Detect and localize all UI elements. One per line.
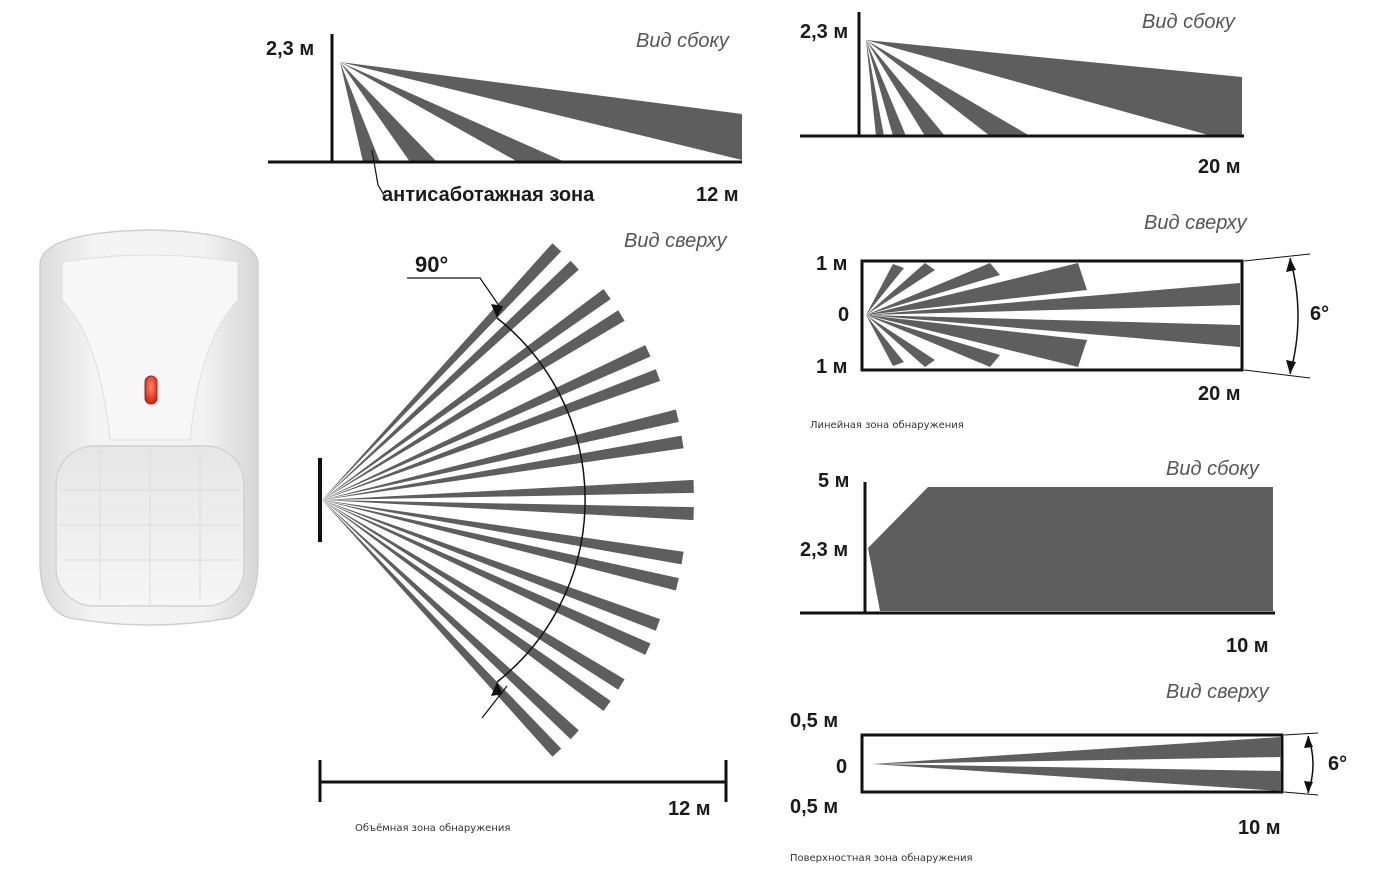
linear-top-view: Вид сверху 1 м 0 1 м 20 м 6° Линейная зо… <box>810 212 1329 431</box>
side-view-title: Вид сбоку <box>636 30 730 52</box>
volumetric-top-view: 90° Вид сверху 12 м Объёмная зона обнару… <box>318 230 728 834</box>
lens-segments <box>60 450 240 606</box>
linear-top-title: Вид сверху <box>1144 212 1248 234</box>
fan-beam <box>322 409 679 500</box>
angle-arc <box>496 317 586 683</box>
fan-beam <box>322 500 684 565</box>
anti-sabotage-label: антисаботажная зона <box>382 184 595 206</box>
linear-top-label-center: 0 <box>838 304 849 326</box>
side-view-beams <box>340 62 742 162</box>
surface-top-frame <box>860 733 1284 794</box>
angle-leader-top <box>407 277 503 311</box>
height-label: 2,3 м <box>266 38 314 60</box>
fan-beam <box>322 500 694 521</box>
linear-side-range: 20 м <box>1198 156 1241 178</box>
surface-side-height: 2,3 м <box>800 539 848 561</box>
fan-beam <box>322 310 625 500</box>
fan-beam <box>322 345 651 500</box>
device-top-panel <box>61 254 239 441</box>
fan-beam <box>322 500 651 655</box>
linear-side-view: Вид сбоку 2,3 м 20 м <box>800 11 1244 178</box>
surface-top-label-top: 0,5 м <box>790 710 838 732</box>
surface-side-title: Вид сбоку <box>1166 458 1260 480</box>
top-view-title: Вид сверху <box>624 230 728 252</box>
linear-side-height: 2,3 м <box>800 21 848 43</box>
linear-top-label-bottom: 1 м <box>816 356 847 378</box>
fan-beam <box>322 435 684 500</box>
linear-angle-arc <box>1289 257 1299 375</box>
surface-top-view: Вид сверху 0,5 м 0 0,5 м 10 м 6° Поверхн… <box>790 681 1347 864</box>
linear-side-beams <box>866 40 1242 136</box>
linear-caption: Линейная зона обнаружения <box>810 420 964 431</box>
surface-caption: Поверхностная зона обнаружения <box>790 853 973 864</box>
linear-side-title: Вид сбоку <box>1142 11 1236 33</box>
surface-top-range: 10 м <box>1238 817 1281 839</box>
surface-top-angle: 6° <box>1328 753 1347 775</box>
linear-top-label-top: 1 м <box>816 253 847 275</box>
fan-beams <box>322 243 694 757</box>
fan-beam <box>322 500 625 690</box>
top-view-range-label: 12 м <box>668 798 711 820</box>
fan-beam <box>322 500 579 740</box>
surface-top-beams <box>872 737 1281 791</box>
surface-side-area <box>868 487 1273 611</box>
surface-side-top: 5 м <box>818 470 849 492</box>
fan-beam <box>322 289 611 500</box>
range-label: 12 м <box>696 184 739 206</box>
surface-top-label-bottom: 0,5 м <box>790 796 838 818</box>
fan-beam <box>322 479 694 500</box>
fan-beam <box>322 369 661 500</box>
fan-beam <box>322 500 661 631</box>
volumetric-caption: Объёмная зона обнаружения <box>355 823 510 834</box>
pir-sensor-device <box>39 229 259 626</box>
linear-top-frame <box>860 259 1244 372</box>
fan-beam <box>322 500 679 591</box>
led-indicator <box>144 375 158 405</box>
surface-side-view: Вид сбоку 5 м 2,3 м 10 м <box>800 458 1275 657</box>
linear-top-angle: 6° <box>1310 303 1329 325</box>
angle-label: 90° <box>415 252 448 277</box>
linear-top-range: 20 м <box>1198 383 1241 405</box>
surface-top-title: Вид сверху <box>1166 681 1270 703</box>
volumetric-side-view: Вид сбоку 2,3 м антисаботажная зона 12 м <box>266 30 742 206</box>
linear-top-beams <box>866 263 1240 367</box>
angle-leader-bottom <box>481 685 508 719</box>
surface-top-label-center: 0 <box>836 756 847 778</box>
fan-beam <box>322 260 579 500</box>
surface-side-range: 10 м <box>1226 635 1269 657</box>
fan-beam <box>322 500 611 711</box>
